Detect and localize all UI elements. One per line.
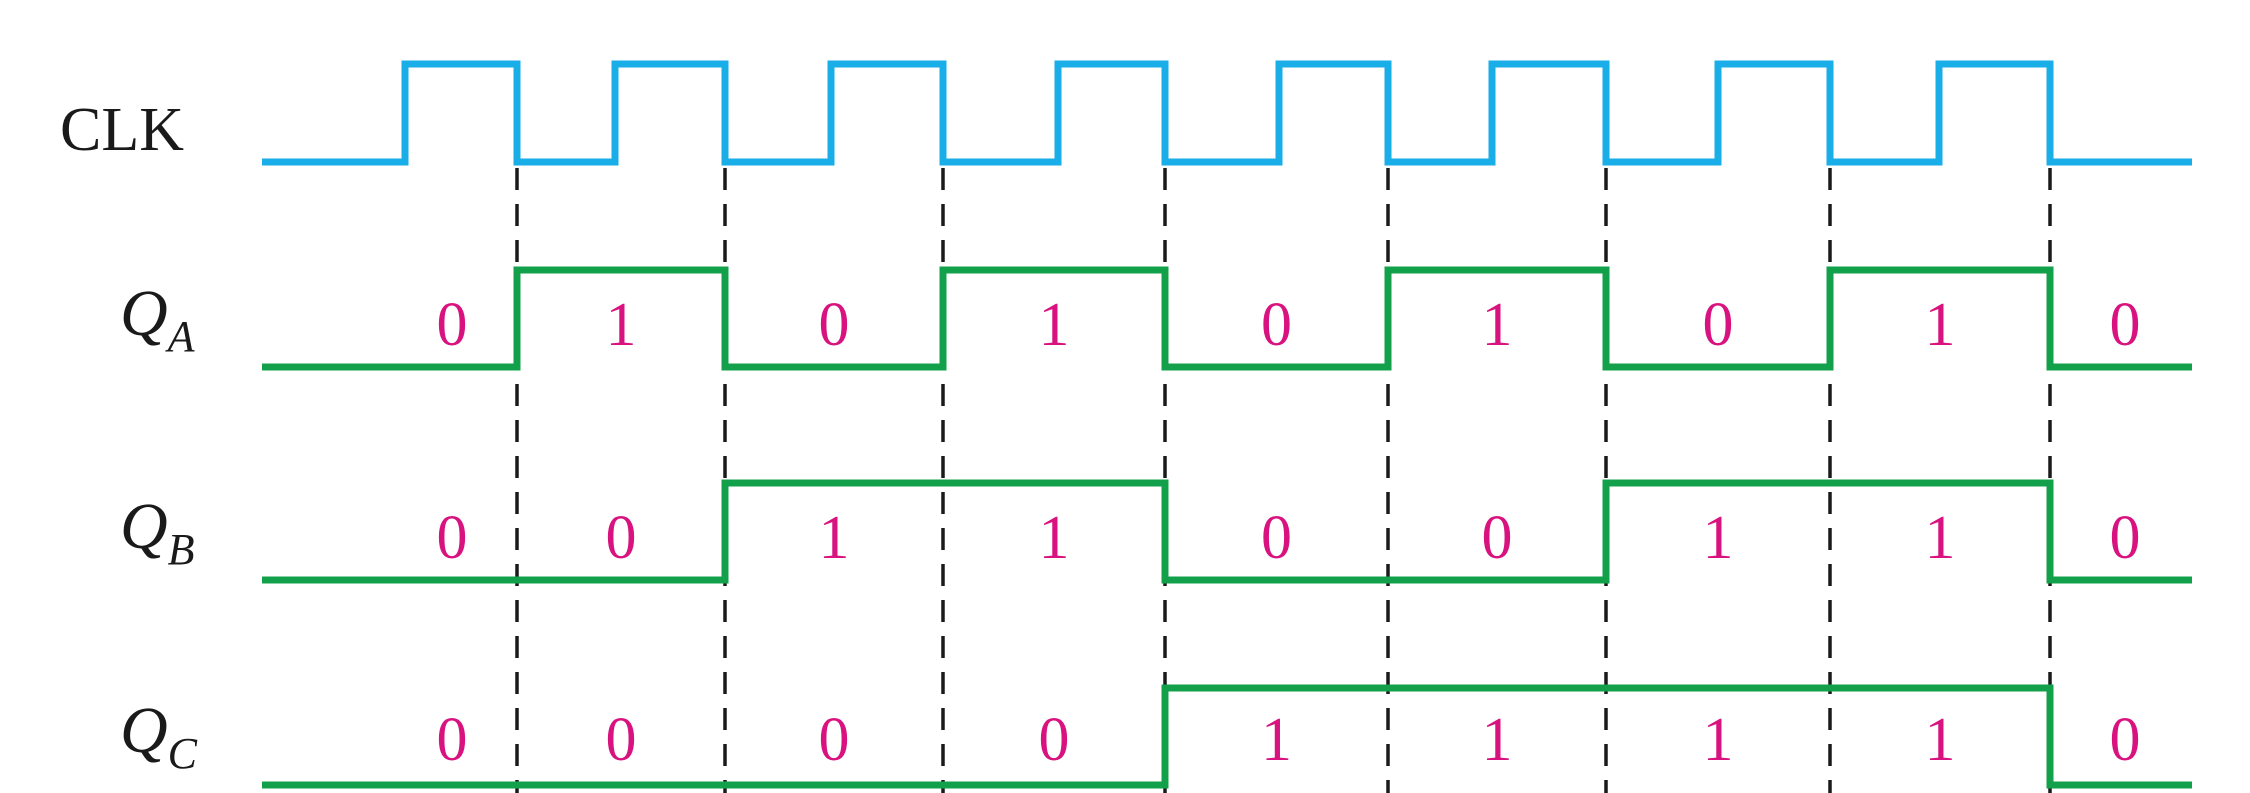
state-bit: 0 bbox=[1261, 504, 1292, 572]
qb-label-main: Q bbox=[120, 490, 168, 563]
state-bit: 0 bbox=[1039, 706, 1070, 774]
state-bit-labels: 0 1 0 1 0 1 0 1 0 0 0 1 1 0 0 1 1 0 0 0 0 0 1 1 1 1 0 bbox=[437, 291, 2141, 774]
state-bit: 0 bbox=[1703, 291, 1734, 359]
state-bit: 0 bbox=[437, 291, 468, 359]
state-bit: 0 bbox=[1482, 504, 1513, 572]
state-bit: 1 bbox=[1039, 291, 1070, 359]
state-bit: 0 bbox=[437, 706, 468, 774]
state-bit: 1 bbox=[1261, 706, 1292, 774]
state-bit: 1 bbox=[819, 504, 850, 572]
qb-label-sub: B bbox=[168, 525, 195, 574]
state-bit: 0 bbox=[819, 291, 850, 359]
state-bit: 0 bbox=[2110, 504, 2141, 572]
clk-waveform bbox=[262, 60, 2192, 166]
qb-waveform bbox=[262, 479, 2192, 584]
state-bit: 0 bbox=[606, 504, 637, 572]
state-bit: 0 bbox=[819, 706, 850, 774]
state-bit: 1 bbox=[1925, 291, 1956, 359]
state-bit: 1 bbox=[1703, 706, 1734, 774]
state-bit: 0 bbox=[606, 706, 637, 774]
state-bit: 0 bbox=[2110, 291, 2141, 359]
qa-waveform bbox=[262, 266, 2192, 371]
qb-label: QB bbox=[120, 490, 195, 574]
state-bit: 1 bbox=[1482, 706, 1513, 774]
qc-waveform bbox=[262, 684, 2192, 789]
state-bit: 1 bbox=[606, 291, 637, 359]
state-bit: 1 bbox=[1482, 291, 1513, 359]
state-bit: 1 bbox=[1039, 504, 1070, 572]
state-bit: 0 bbox=[1261, 291, 1292, 359]
qc-label: QC bbox=[120, 694, 198, 778]
qa-label-sub: A bbox=[165, 312, 196, 361]
state-bit: 0 bbox=[437, 504, 468, 572]
clk-label: CLK bbox=[60, 96, 184, 164]
state-bit: 1 bbox=[1925, 706, 1956, 774]
qa-label: QA bbox=[120, 277, 196, 361]
qa-label-main: Q bbox=[120, 277, 168, 350]
qc-label-sub: C bbox=[168, 729, 198, 778]
state-bit: 1 bbox=[1925, 504, 1956, 572]
state-bit: 1 bbox=[1703, 504, 1734, 572]
state-bit: 0 bbox=[2110, 706, 2141, 774]
qc-label-main: Q bbox=[120, 694, 168, 767]
